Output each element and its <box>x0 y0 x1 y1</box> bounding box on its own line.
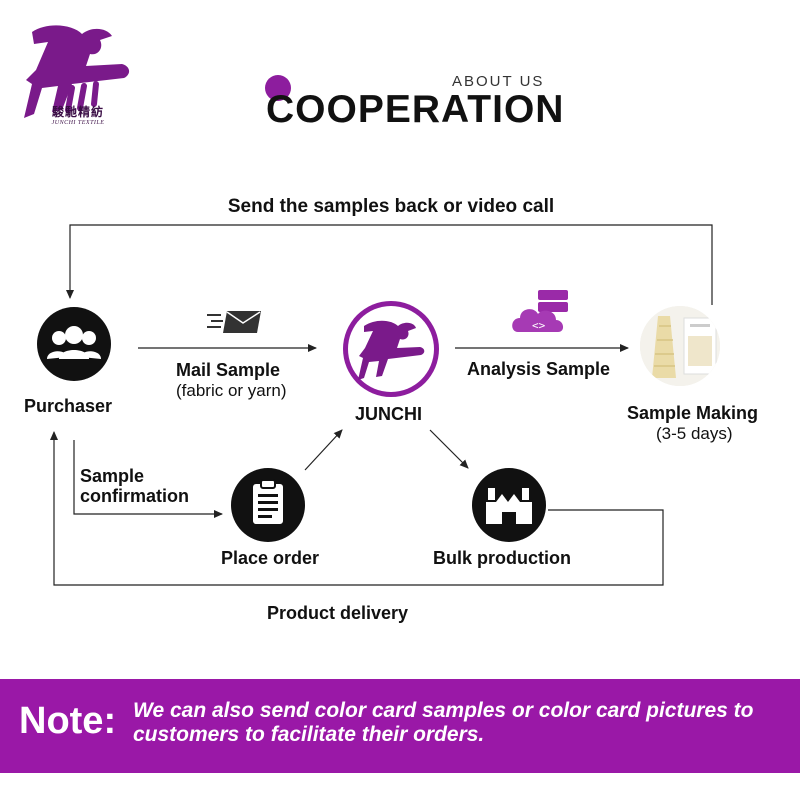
bulk-production-node <box>472 468 546 542</box>
junchi-logo <box>12 14 138 134</box>
sample-making-node <box>640 306 720 386</box>
place-order-label: Place order <box>221 548 320 568</box>
bulk-production-label: Bulk production <box>433 548 571 568</box>
mail-envelope-icon <box>207 311 261 333</box>
yarn-cone-photo <box>640 306 720 386</box>
junchi-node-logo <box>358 320 425 380</box>
product-delivery-label: Product delivery <box>267 603 409 623</box>
header-dot <box>265 75 291 101</box>
mail-sample-label: Mail Sample <box>176 360 281 380</box>
edge-sample-confirmation <box>73 440 223 518</box>
label-send-back: Send the samples back or video call <box>227 196 555 217</box>
sample-confirmation-label-1: Sample <box>80 466 145 486</box>
junchi-label: JUNCHI <box>355 404 423 424</box>
cloud-server-code-icon: <> <box>512 290 568 332</box>
svg-text:<>: <> <box>532 319 546 332</box>
people-group-icon <box>47 326 101 359</box>
junchi-node <box>343 301 439 397</box>
edge-product-delivery <box>50 431 664 586</box>
edge-send-back <box>66 224 713 305</box>
factory-icon <box>486 488 532 524</box>
mail-sample-sub: (fabric or yarn) <box>176 381 287 400</box>
logo-chinese-name: 駿馳精紡 <box>51 105 104 119</box>
flow-connectors <box>50 224 713 586</box>
sample-making-sub: (3-5 days) <box>656 424 733 443</box>
sample-confirmation-label-2: confirmation <box>80 486 190 506</box>
edge-place-order-junchi <box>304 429 343 471</box>
sample-making-label: Sample Making <box>627 403 759 423</box>
place-order-node <box>231 468 305 542</box>
note-banner <box>0 679 800 773</box>
analysis-sample-label: Analysis Sample <box>467 359 611 379</box>
note-text: We can also send color card samples or c… <box>133 699 754 746</box>
edge-junchi-bulk <box>429 429 469 469</box>
note-label: Note: <box>19 700 117 742</box>
clipboard-icon <box>253 479 283 524</box>
about-us-eyebrow: ABOUT US <box>452 73 545 90</box>
purchaser-label: Purchaser <box>24 396 113 416</box>
purchaser-node <box>37 307 111 381</box>
logo-english-name: JUNCHI TEXTILE <box>51 120 105 126</box>
page-title: COOPERATION <box>266 88 565 131</box>
